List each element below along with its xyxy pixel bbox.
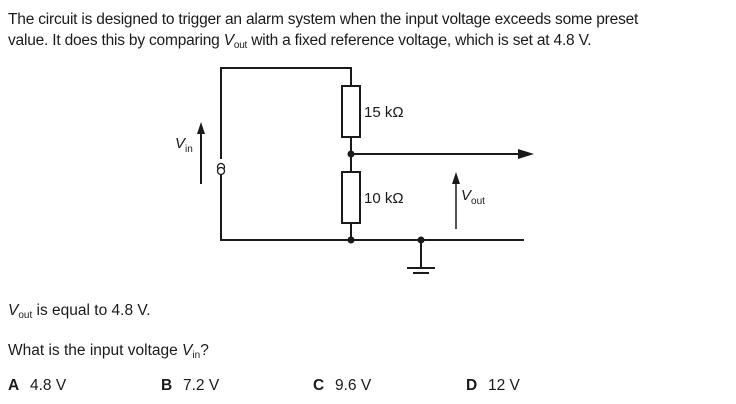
junction-dot-mid — [347, 150, 355, 158]
v-letter: V — [182, 342, 193, 359]
vout-label: Vout — [461, 187, 485, 207]
option-value: 12 V — [488, 377, 520, 394]
statement-text: is equal to 4.8 V. — [32, 302, 151, 319]
vin-symbol: Vin — [182, 342, 201, 361]
vout-arrow-head — [452, 172, 460, 184]
intro-line-1: The circuit is designed to trigger an al… — [8, 11, 639, 28]
intro-line-2-start: value. It does this by comparing — [8, 32, 224, 49]
r1-label: 15 kΩ — [364, 104, 404, 121]
terminal-bottom — [216, 166, 226, 176]
question-intro: The circuit is designed to trigger an al… — [8, 9, 734, 53]
option-letter: B — [161, 377, 173, 394]
junction-dot-ground — [417, 236, 425, 244]
option-value: 7.2 V — [183, 377, 220, 394]
statement: Vout is equal to 4.8 V. — [8, 302, 151, 321]
circuit-diagram: 15 kΩ 10 kΩ Vin Vout — [175, 67, 534, 274]
v-letter: V — [223, 32, 234, 49]
question: What is the input voltage Vin? — [8, 342, 209, 361]
top-wire — [220, 67, 352, 159]
option-value: 9.6 V — [335, 377, 372, 394]
option-b[interactable]: B 7.2 V — [161, 377, 219, 395]
intro-line-2-end: with a fixed reference voltage, which is… — [247, 32, 592, 49]
option-letter: D — [466, 377, 478, 394]
junction-dot-bottom — [347, 236, 355, 244]
out-subscript: out — [233, 40, 248, 51]
bottom-wire — [220, 174, 524, 241]
option-letter: A — [8, 377, 20, 394]
option-d[interactable]: D 12 V — [466, 377, 520, 395]
out-subscript: out — [18, 310, 33, 321]
output-arrow-head — [518, 149, 534, 159]
option-letter: C — [313, 377, 325, 394]
resistor-10k — [341, 171, 361, 224]
vin-label: Vin — [175, 135, 193, 155]
v-letter: V — [8, 302, 19, 319]
r2-label: 10 kΩ — [364, 190, 404, 207]
resistor-15k — [341, 85, 361, 138]
option-value: 4.8 V — [30, 377, 67, 394]
vin-arrow-head — [197, 122, 205, 134]
vout-symbol: Vout — [223, 32, 248, 51]
vout-symbol: Vout — [8, 302, 33, 321]
question-mark: ? — [200, 342, 209, 359]
option-c[interactable]: C 9.6 V — [313, 377, 371, 395]
question-text: What is the input voltage — [8, 342, 183, 359]
option-a[interactable]: A 4.8 V — [8, 377, 66, 395]
in-subscript: in — [192, 350, 201, 361]
